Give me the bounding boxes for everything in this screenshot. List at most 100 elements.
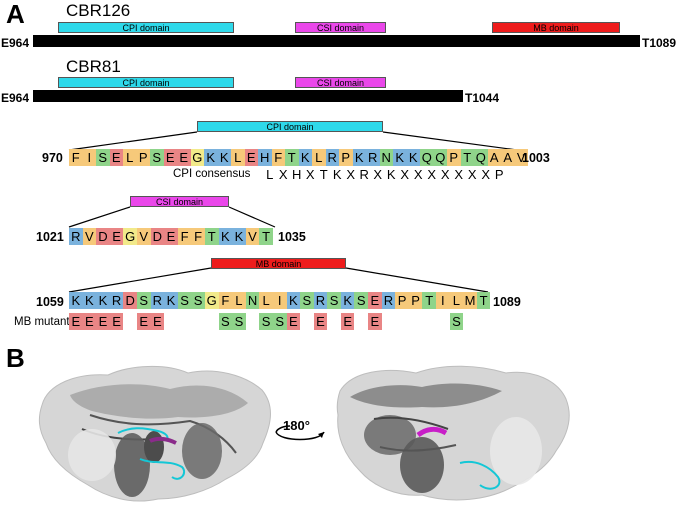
mb-mutant-residue: S (272, 313, 287, 330)
mb-mutant-residue (123, 313, 137, 330)
mb-residue: T (422, 292, 437, 309)
cbr126-cpi-domain: CPI domain (58, 22, 234, 33)
cpi-residue: E (244, 149, 258, 166)
cpi-residue: L (312, 149, 326, 166)
mb-mutant-residue: S (232, 313, 246, 330)
mb-mutant-residue: E (136, 313, 151, 330)
mb-mutant-residue (409, 313, 423, 330)
cpi-residue: R (325, 149, 339, 166)
mb-residue: E (368, 292, 382, 309)
cpi-residue: K (217, 149, 231, 166)
mb-residue: S (300, 292, 314, 309)
cpi-residue: V (514, 149, 528, 166)
mb-residue: G (204, 292, 219, 309)
mb-residue: L (259, 292, 273, 309)
cpi-start-number: 970 (42, 151, 63, 165)
mb-residue: I (272, 292, 287, 309)
mb-mutant-residue: E (82, 313, 97, 330)
mb-residue: P (395, 292, 409, 309)
mb-mutant-residue (327, 313, 341, 330)
mb-mutant-residue (382, 313, 396, 330)
mb-mutant-residue: E (150, 313, 165, 330)
csi-start-number: 1021 (36, 230, 64, 244)
mb-mutant-residue: E (69, 313, 83, 330)
mb-mutant-residue: S (259, 313, 273, 330)
mb-mutant-residue: S (449, 313, 464, 330)
mb-mutant-residue (205, 313, 219, 330)
mb-residue: S (354, 292, 369, 309)
mb-residue: S (327, 292, 341, 309)
cpi-consensus-residue: P (494, 167, 504, 182)
cpi-residue: F (69, 149, 83, 166)
cbr126-bar (33, 35, 640, 47)
cpi-consensus-residue: X (481, 167, 491, 182)
mb-residue: P (408, 292, 423, 309)
mb-residue: R (381, 292, 396, 309)
csi-residue: K (218, 228, 233, 245)
mb-mutant-residue: E (109, 313, 124, 330)
mb-residue: K (340, 292, 355, 309)
cbr126-mb-domain: MB domain (492, 22, 620, 33)
csi-residue: D (150, 228, 165, 245)
csi-residue: R (69, 228, 83, 245)
mb-mutant-residue: E (368, 313, 382, 330)
mb-residue: R (109, 292, 124, 309)
cpi-residue: L (123, 149, 137, 166)
cpi-consensus-residue: X (305, 167, 315, 182)
cpi-residue: S (96, 149, 110, 166)
cbr81-csi-domain: CSI domain (295, 77, 386, 88)
mb-residue: F (218, 292, 233, 309)
csi-residue: V (245, 228, 260, 245)
mb-residue: K (82, 292, 97, 309)
mb-mutant-residue: E (340, 313, 355, 330)
cpi-consensus-residue: X (346, 167, 356, 182)
cpi-residue: A (487, 149, 501, 166)
mb-mutant-residue (300, 313, 314, 330)
mb-residue: K (69, 292, 83, 309)
mb-residue: L (232, 292, 246, 309)
cpi-consensus-residue: H (292, 167, 302, 182)
rotation-label: 180° (283, 418, 310, 433)
cpi-residue: N (379, 149, 393, 166)
mb-mutant-residue (178, 313, 192, 330)
protein-structure-left-image (38, 366, 271, 502)
cpi-residue: K (298, 149, 312, 166)
csi-residue: V (82, 228, 97, 245)
mb-residue: R (313, 292, 328, 309)
mb-mutant-residue: S (218, 313, 233, 330)
cbr81-end: T1044 (465, 91, 500, 105)
mb-mutant-residue (422, 313, 436, 330)
cpi-consensus-residue: K (332, 167, 342, 182)
mb-residue: I (436, 292, 450, 309)
cpi-residue: H (258, 149, 272, 166)
cpi-detail-domain: CPI domain (197, 121, 383, 132)
mb-residue: S (191, 292, 205, 309)
mb-residue: S (177, 292, 192, 309)
mb-mutant-residue (164, 313, 178, 330)
cpi-residue: P (447, 149, 461, 166)
panel-a-label: A (6, 0, 25, 29)
cpi-residue: S (150, 149, 164, 166)
cpi-consensus-residue: T (319, 167, 328, 182)
mb-mutant-residue (354, 313, 368, 330)
cbr126-csi-domain: CSI domain (295, 22, 386, 33)
cpi-consensus-residue: L (266, 167, 274, 182)
cpi-consensus-residue: X (440, 167, 450, 182)
cbr126-start: E964 (1, 36, 30, 50)
cpi-residue: Q (474, 149, 488, 166)
cpi-consensus-residue: R (359, 167, 369, 182)
cpi-consensus-residue: K (386, 167, 396, 182)
mb-mutant-residue (463, 313, 477, 330)
cpi-residue: Q (433, 149, 447, 166)
cpi-residue: K (393, 149, 407, 166)
csi-residue: E (164, 228, 178, 245)
cpi-end-number: 1003 (522, 151, 550, 165)
mb-residue: S (136, 292, 151, 309)
cpi-residue: F (271, 149, 285, 166)
mb-residue: K (164, 292, 178, 309)
csi-residue: T (259, 228, 273, 245)
protein-structure-right-image (336, 365, 570, 501)
cbr126-name: CBR126 (66, 1, 131, 20)
